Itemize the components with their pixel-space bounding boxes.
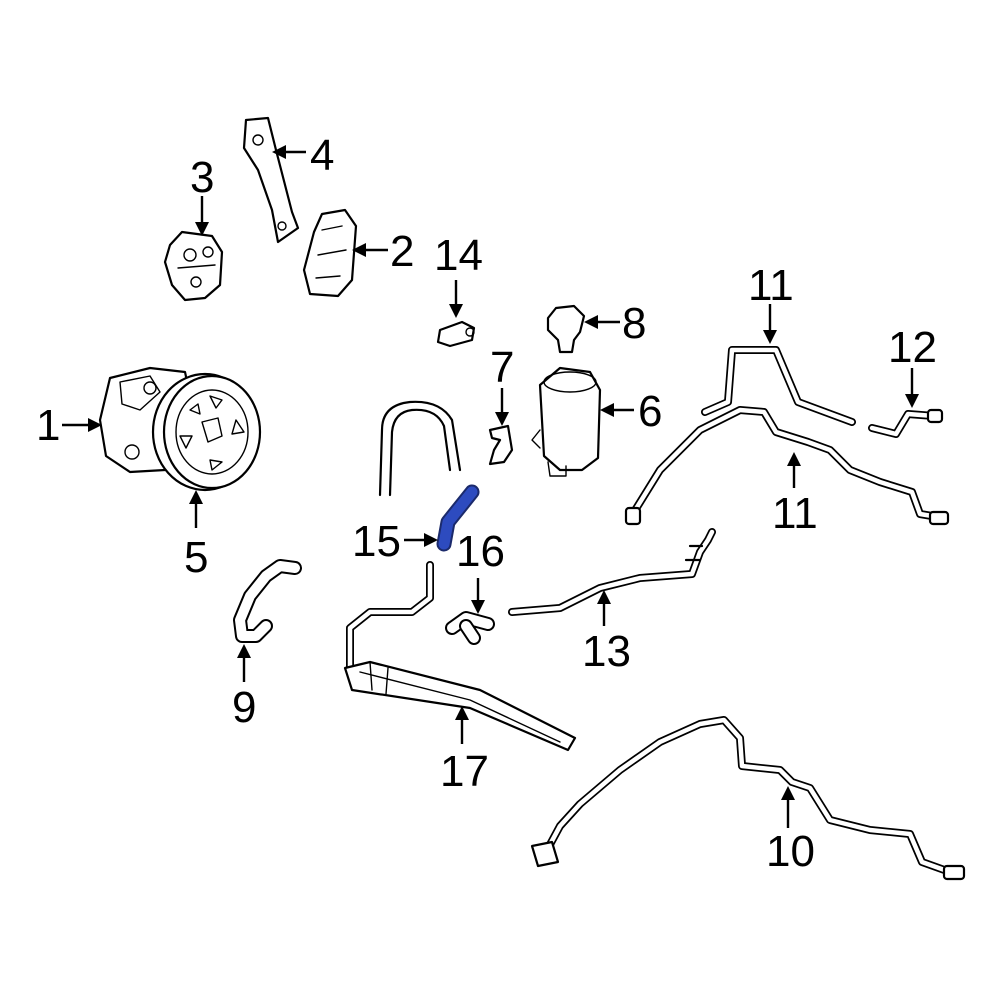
callout-11-lower: 11 [772, 489, 818, 538]
part-16-hose[interactable] [445, 611, 495, 645]
callout-8: 8 [622, 299, 646, 348]
callout-10: 10 [766, 827, 815, 876]
callout-15: 15 [352, 517, 401, 566]
callout-5: 5 [184, 533, 208, 582]
part-13-pressure-line[interactable] [508, 528, 716, 616]
part-11-lower-hose[interactable] [624, 406, 950, 526]
callout-14: 14 [434, 231, 483, 280]
part-10-pressure-hose[interactable] [530, 716, 966, 881]
part-9-hose[interactable] [233, 559, 302, 643]
callout-6: 6 [638, 387, 662, 436]
part-8-reservoir-cap[interactable] [546, 304, 586, 354]
part-5-pulley[interactable] [151, 372, 262, 492]
part-14-switch[interactable] [436, 320, 476, 348]
callout-16: 16 [456, 527, 505, 576]
part-11-upper-line[interactable] [701, 346, 856, 426]
callout-11-upper: 11 [748, 261, 794, 310]
drive-belt [378, 400, 462, 497]
part-2-bracket-plate[interactable] [302, 208, 358, 298]
callout-17: 17 [440, 747, 489, 796]
part-7-clip[interactable] [488, 424, 514, 466]
callout-9: 9 [232, 683, 256, 732]
part-17-line-assembly[interactable] [343, 561, 577, 752]
part-12-line[interactable] [868, 408, 944, 438]
part-4-bracket-arm[interactable] [242, 116, 300, 244]
callout-2: 2 [390, 227, 414, 276]
part-3-bracket[interactable] [163, 230, 224, 302]
callout-1: 1 [36, 401, 60, 450]
callout-4: 4 [310, 131, 334, 180]
callout-12: 12 [888, 323, 937, 372]
callout-13: 13 [582, 627, 631, 676]
part-15-hose-highlighted[interactable] [436, 484, 480, 552]
callout-3: 3 [190, 153, 214, 202]
callout-7: 7 [490, 343, 514, 392]
leader-lines [62, 145, 919, 828]
part-6-reservoir[interactable] [531, 366, 602, 477]
